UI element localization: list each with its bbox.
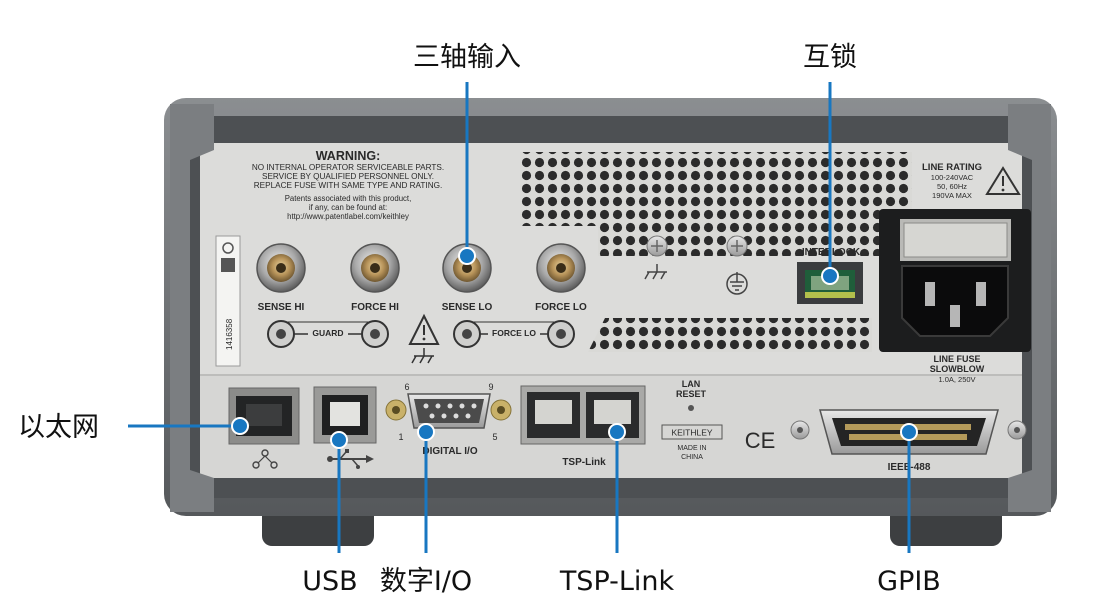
line-rating-block: LINE RATING 100-240VAC 50, 60Hz 190VA MA… [922,162,1021,200]
callout-dot-usb [330,431,348,449]
guard-jack[interactable] [267,320,295,348]
vent-grille-lower [588,318,872,352]
warning-triangle-icon [985,166,1021,195]
guard-jack[interactable] [453,320,481,348]
brand-badge: KEITHLEY [671,428,712,438]
callout-label-usb: USB [302,566,357,597]
guard-jack[interactable] [547,320,575,348]
warning-block: WARNING: NO INTERNAL OPERATOR SERVICEABL… [252,149,444,221]
made-in-label: MADE IN [677,445,706,452]
callout-label-tsp-link: TSP-Link [559,566,675,597]
callout-dot-ethernet [231,417,249,435]
warning-line: SERVICE BY QUALIFIED PERSONNEL ONLY. [262,172,434,181]
network-icon [252,449,278,469]
digital-io-connector[interactable] [385,393,512,429]
line-fuse-line: SLOWBLOW [930,364,985,374]
callout-dot-interlock [821,267,839,285]
line-fuse-line: LINE FUSE [933,354,980,364]
power-inlet[interactable] [879,209,1031,352]
lan-reset-label: RESET [676,389,707,399]
dio-pin-label: 9 [488,382,493,392]
triax-connector-force-hi[interactable] [350,243,400,293]
guard-jack[interactable] [361,320,389,348]
patent-line: Patents associated with this product, [285,194,412,203]
patent-line: http://www.patentlabel.com/keithley [287,212,409,221]
callout-dot-triax [458,247,476,265]
force-lo-small-label: FORCE LO [492,328,536,338]
usb-icon [327,449,374,469]
triax-connector-sense-hi[interactable] [256,243,306,293]
brand-badge-frame [661,424,723,440]
chassis-ground-icon [411,348,434,364]
serial-label: 1416358 [215,235,241,367]
callout-dots [231,247,918,449]
line-rating-line: 50, 60Hz [937,182,967,191]
serial-number: 1416358 [225,318,234,350]
triax-label-force-hi: FORCE HI [351,302,399,313]
callout-label-ethernet: 以太网 [18,412,99,443]
callout-lines [128,82,911,553]
callout-dot-digital-io [417,423,435,441]
line-fuse-line: 1.0A, 250V [938,375,975,384]
dio-pin-label: 1 [398,432,403,442]
line-rating-line: 100-240VAC [931,173,974,182]
ethernet-port[interactable] [228,387,300,445]
callout-label-digital-io: 数字I/O [380,566,472,597]
warning-line: REPLACE FUSE WITH SAME TYPE AND RATING. [254,181,443,190]
callout-dot-tsp-link [608,423,626,441]
right-handle [1008,104,1051,512]
protective-earth-icon [726,272,748,295]
lan-reset-label: LAN [682,379,701,389]
line-fuse-block: LINE FUSE SLOWBLOW 1.0A, 250V [930,354,985,384]
triax-label-force-lo: FORCE LO [535,302,587,313]
made-in-label: CHINA [681,454,703,461]
callout-label-gpib: GPIB [877,566,941,597]
triax-label-sense-hi: SENSE HI [258,302,305,313]
callout-label-triax: 三轴输入 [413,42,521,73]
dio-pin-label: 5 [492,432,497,442]
guard-label: GUARD [312,328,343,338]
ce-mark: CE [745,428,776,453]
line-rating-line: 190VA MAX [932,191,972,200]
line-rating-title: LINE RATING [922,162,982,173]
tsp-link-ports[interactable] [520,385,646,445]
tsp-link-label: TSP-Link [562,457,606,468]
vent-grille-upper [520,152,912,256]
warning-line: NO INTERNAL OPERATOR SERVICEABLE PARTS. [252,163,444,172]
triax-connector-force-lo[interactable] [536,243,586,293]
protective-earth-screw[interactable] [726,235,748,257]
left-handle [170,104,214,512]
patent-line: if any, can be found at: [309,203,387,212]
triax-label-sense-lo: SENSE LO [442,302,493,313]
warning-triangle-icon [408,313,440,345]
warning-title: WARNING: [316,149,381,163]
callout-label-interlock: 互锁 [803,42,857,73]
lan-reset-button[interactable] [688,405,694,411]
chassis-ground-screw[interactable] [646,235,668,257]
dio-pin-label: 6 [404,382,409,392]
guard-row: GUARD FORCE LO [267,313,575,364]
chassis-ground-icon [644,264,667,280]
digital-io-label: DIGITAL I/O [422,446,477,457]
callout-dot-gpib [900,423,918,441]
